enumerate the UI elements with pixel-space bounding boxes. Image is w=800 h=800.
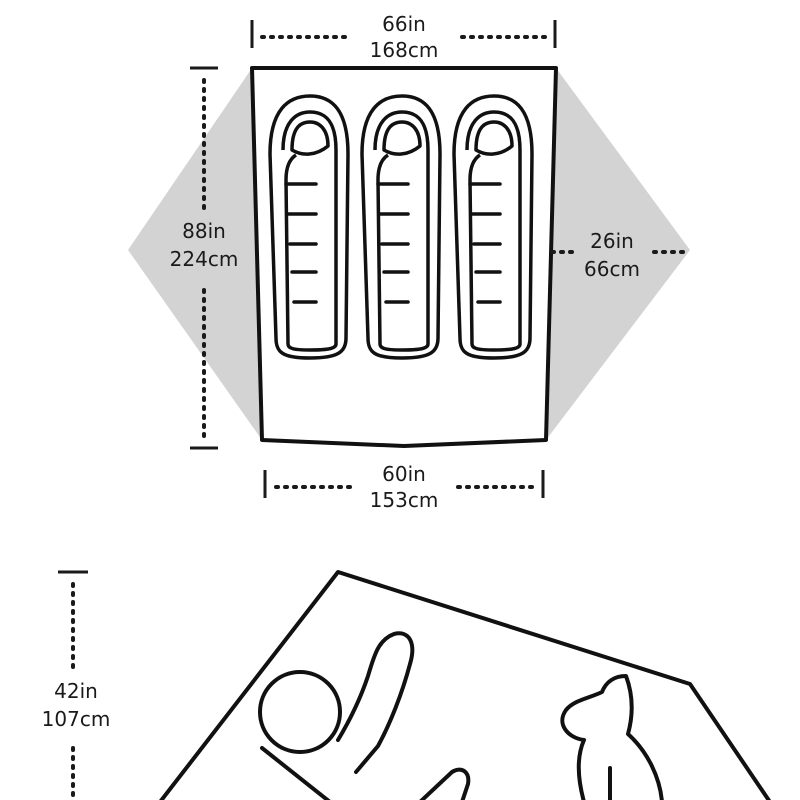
dog-figure: [560, 674, 664, 800]
length-in: 88in: [182, 219, 226, 243]
side-view: 42in 107cm: [42, 570, 772, 800]
sleeping-bag: [268, 94, 350, 360]
peak-height-in: 42in: [54, 679, 98, 703]
person-body: [260, 746, 331, 800]
bottom-width-dimension: 60in 153cm: [263, 462, 545, 512]
length-cm: 224cm: [170, 247, 239, 271]
top-width-in: 66in: [382, 12, 426, 36]
top-width-cm: 168cm: [370, 38, 439, 62]
floor-plan: 66in 168cm 88in 224cm 26in 66cm 60in 153: [128, 12, 690, 512]
person-raised-arm: [336, 631, 415, 774]
person-leg: [419, 767, 471, 800]
peak-height-dimension: 42in 107cm: [42, 570, 111, 800]
bottom-width-in: 60in: [382, 462, 426, 486]
top-width-dimension: 66in 168cm: [250, 12, 557, 62]
tent-profile: [159, 570, 772, 800]
bottom-width-cm: 153cm: [370, 488, 439, 512]
person-figure: [258, 631, 471, 800]
peak-height-cm: 107cm: [42, 707, 111, 731]
left-vestibule: [128, 68, 262, 440]
person-head: [258, 670, 342, 754]
vestibule-depth-dimension: 26in 66cm: [550, 229, 686, 281]
vestibule-depth-cm: 66cm: [584, 257, 640, 281]
sleeping-bag: [452, 94, 534, 360]
sleeping-bag: [360, 94, 442, 360]
vestibule-depth-in: 26in: [590, 229, 634, 253]
right-vestibule: [546, 68, 690, 440]
length-dimension: 88in 224cm: [170, 66, 239, 450]
